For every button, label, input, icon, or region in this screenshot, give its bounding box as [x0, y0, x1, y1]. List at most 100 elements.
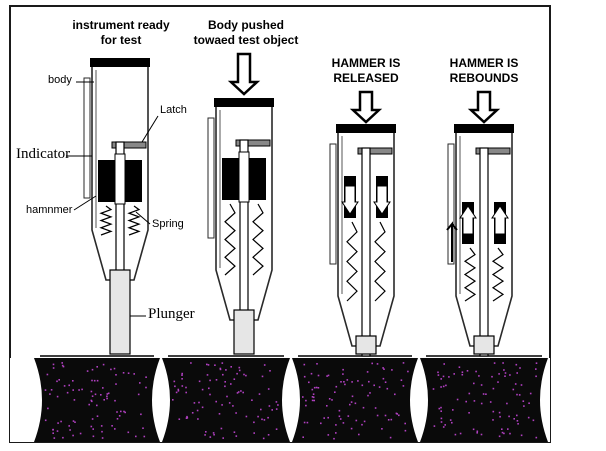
spring-coil — [252, 203, 264, 276]
speckle — [475, 370, 477, 373]
speckle — [391, 369, 393, 371]
spring-coil — [491, 247, 505, 302]
speckle — [251, 399, 253, 401]
speckle — [451, 421, 453, 424]
speckle — [311, 388, 314, 391]
down-arrow-icon — [467, 90, 501, 124]
guide-rod — [479, 147, 489, 357]
speckle — [305, 399, 307, 402]
title-pushed-line1: Body pushed — [207, 18, 284, 32]
speckle — [407, 370, 409, 373]
speckle — [512, 388, 515, 391]
speckle — [145, 376, 147, 378]
speckle — [497, 381, 499, 383]
label-spring: Spring — [152, 218, 184, 230]
speckle — [449, 419, 452, 421]
speckle — [91, 368, 94, 371]
speckle — [100, 425, 103, 427]
speckle — [461, 373, 464, 376]
speckle — [72, 389, 74, 391]
speckle — [492, 410, 495, 413]
device-pushed — [207, 98, 274, 355]
speckle — [61, 364, 64, 367]
specimen-block — [292, 358, 418, 442]
speckle — [508, 415, 510, 418]
speckle — [228, 402, 231, 404]
speckle — [402, 385, 405, 387]
speckle — [91, 395, 94, 397]
speckle — [198, 380, 201, 383]
speckle — [317, 387, 320, 389]
speckle — [362, 406, 365, 409]
speckle — [303, 375, 306, 378]
speckle — [478, 375, 480, 377]
speckle — [103, 399, 105, 401]
leader-line — [141, 115, 159, 143]
speckle — [52, 432, 54, 434]
speckle — [440, 378, 442, 380]
speckle — [432, 388, 435, 390]
speckle — [351, 381, 353, 383]
speckle — [354, 402, 357, 405]
speckle — [502, 362, 504, 364]
speckle — [350, 427, 353, 430]
speckle — [186, 415, 188, 418]
speckle — [384, 414, 387, 417]
speckle — [237, 391, 240, 393]
speckle — [327, 374, 330, 377]
speckle — [453, 373, 455, 375]
plunger — [109, 269, 131, 355]
spring-coil — [346, 221, 358, 302]
speckle — [387, 419, 390, 421]
speckle — [476, 430, 479, 433]
indicator-strip — [83, 77, 91, 199]
speckle — [302, 396, 304, 398]
speckle — [47, 407, 49, 410]
speckle — [102, 387, 104, 389]
speckle — [473, 400, 476, 402]
speckle — [452, 409, 454, 411]
body-cap — [454, 124, 514, 133]
speckle — [349, 403, 351, 406]
speckle — [456, 398, 459, 401]
speckle — [235, 412, 237, 414]
speckle — [517, 423, 519, 425]
specimen-block — [420, 358, 548, 442]
hammer-core — [238, 151, 250, 203]
speckle — [233, 431, 236, 433]
title-rebounds-line1: HAMMER IS — [449, 56, 519, 70]
speckle — [236, 372, 238, 375]
speckle — [361, 384, 364, 387]
speckle — [215, 400, 217, 403]
speckle — [520, 384, 523, 386]
speckle — [317, 374, 320, 377]
speckle — [335, 424, 337, 426]
speckle — [81, 388, 83, 391]
spring-coil — [374, 221, 386, 302]
speckle — [459, 432, 462, 435]
speckle — [535, 436, 538, 439]
speckle — [448, 376, 450, 378]
speckle — [118, 415, 121, 417]
speckle — [509, 374, 511, 376]
speckle — [350, 401, 353, 403]
speckle — [492, 419, 494, 421]
speckle — [238, 366, 241, 369]
speckle — [480, 433, 483, 436]
speckle — [72, 380, 74, 382]
speckle — [476, 432, 478, 434]
speckle — [219, 368, 222, 371]
speckle — [346, 379, 349, 381]
speckle — [275, 428, 278, 430]
label-plunger: Plunger — [148, 306, 195, 322]
title-pushed-line2: towaed test object — [193, 33, 299, 47]
speckle — [174, 385, 176, 388]
speckle — [275, 401, 278, 403]
leader-lines — [66, 81, 159, 317]
speckle — [233, 378, 236, 380]
speckle — [382, 377, 385, 380]
speckle — [204, 434, 206, 436]
label-latch: Latch — [160, 104, 187, 116]
speckle — [224, 385, 226, 388]
